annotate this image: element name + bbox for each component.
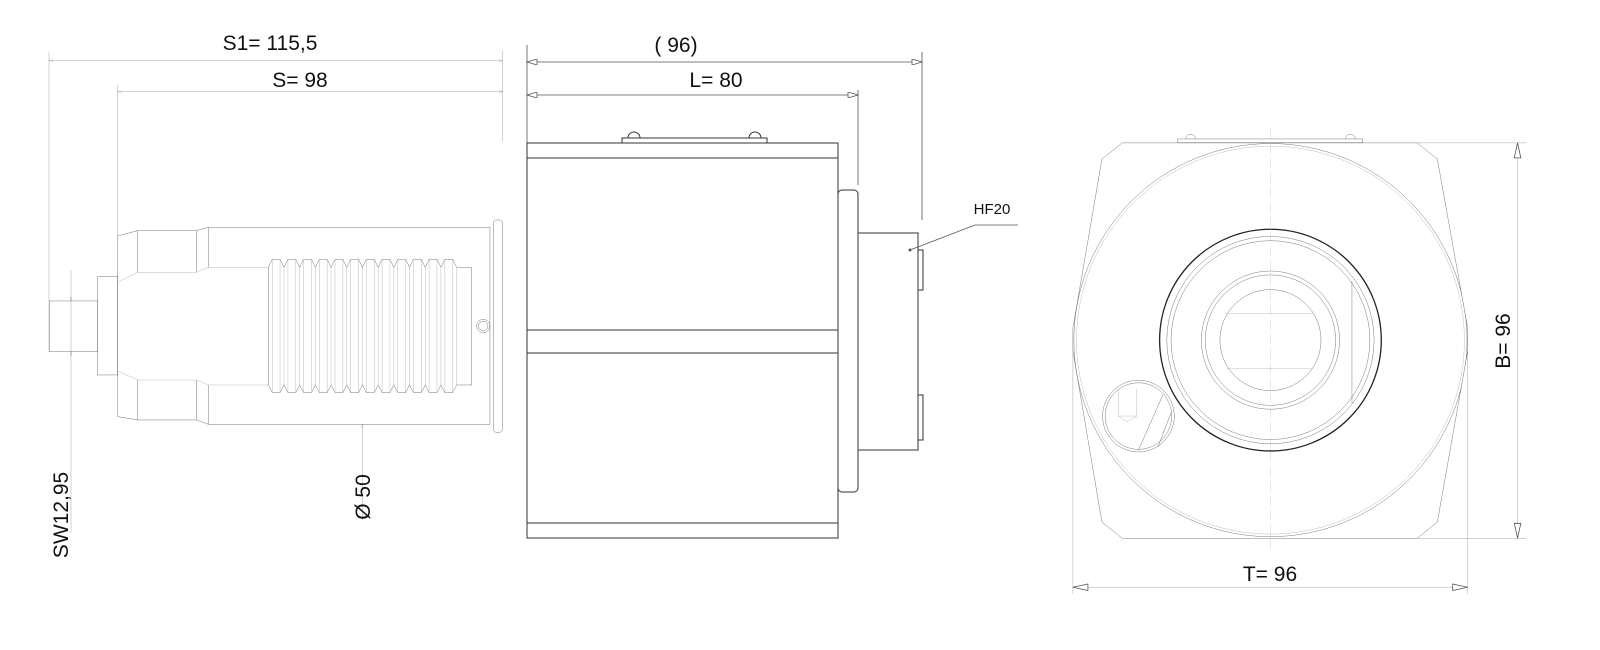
front-view (1072, 129, 1527, 594)
tool-holder-hub (857, 232, 919, 451)
dim-dia-label: Ø 50 (352, 474, 375, 520)
dim-b-label: B= 96 (1492, 313, 1515, 368)
lube-nipple (476, 319, 491, 333)
collar (97, 276, 118, 376)
hf-label: HF20 (974, 201, 1011, 218)
bellows-ribs (272, 259, 457, 393)
square-drive-shaft (49, 300, 98, 352)
dim-t-label: T= 96 (1243, 563, 1297, 586)
side-view-body (526, 45, 1018, 539)
housing-outline (117, 227, 491, 425)
hf-leader (909, 224, 1018, 251)
output-flange (837, 189, 859, 493)
housing-outline (1072, 142, 1468, 539)
top-key-strip (1177, 138, 1363, 144)
dim-total-label: ( 96) (654, 34, 697, 57)
bellows-ends (268, 267, 472, 386)
bellows-top (268, 259, 457, 268)
flange (493, 219, 503, 433)
dim-s1-label: S1= 115,5 (223, 32, 318, 55)
dim-s-label: S= 98 (272, 69, 327, 92)
top-key-strip (621, 137, 768, 144)
side-view-spindle (49, 49, 503, 534)
bellows-bottom (268, 384, 457, 393)
dim-l-label: L= 80 (689, 69, 742, 92)
coolant-port (1102, 380, 1175, 453)
housing-block (526, 142, 839, 539)
dim-sw-label: SW12,95 (50, 472, 73, 558)
